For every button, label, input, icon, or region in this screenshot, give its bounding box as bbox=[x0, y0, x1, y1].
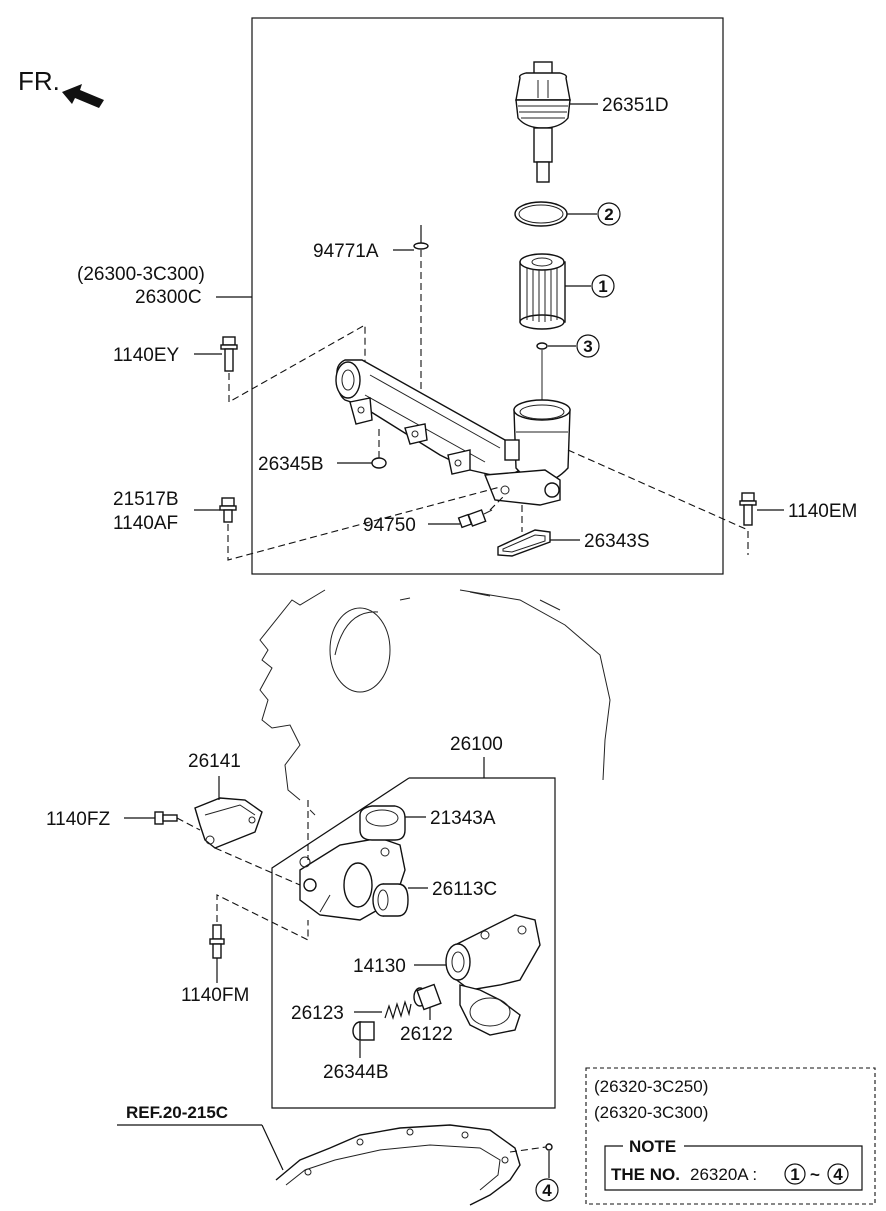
filter-element-part bbox=[519, 253, 566, 330]
note-text-part: 26320A : bbox=[690, 1165, 757, 1184]
note-box bbox=[585, 1067, 876, 1205]
part-label-26344B: 26344B bbox=[323, 1062, 389, 1083]
plug-26345B-part bbox=[371, 457, 387, 469]
oil-filter-assembly-box bbox=[251, 17, 724, 575]
part-label-26343S: 26343S bbox=[584, 531, 650, 552]
svg-text:1: 1 bbox=[598, 277, 607, 296]
note-range-end-circle bbox=[827, 1163, 849, 1185]
callout-1 bbox=[591, 274, 615, 298]
front-arrow-icon bbox=[62, 84, 104, 108]
bolt-1140AF-part bbox=[219, 497, 237, 523]
note-title: NOTE bbox=[629, 1137, 676, 1156]
part-label-26113C: 26113C bbox=[432, 879, 497, 900]
part-label-94750: 94750 bbox=[363, 515, 416, 536]
part-label-94771A: 94771A bbox=[313, 241, 379, 262]
part-label-26141: 26141 bbox=[188, 751, 241, 772]
reference-label: REF.20-215C bbox=[126, 1103, 228, 1122]
plug-94771A-part bbox=[413, 225, 429, 250]
spring-26123-part bbox=[384, 999, 412, 1021]
gasket-26343S-part bbox=[497, 529, 551, 557]
oil-pump-assembly-box bbox=[271, 777, 556, 1109]
assembly-number: 26300C bbox=[135, 287, 202, 308]
svg-text:2: 2 bbox=[604, 205, 613, 224]
note-ref-line-2: (26320-3C300) bbox=[594, 1103, 708, 1122]
note-ref-line-1: (26320-3C250) bbox=[594, 1077, 708, 1096]
part-label-21343A: 21343A bbox=[430, 808, 496, 829]
oil-pressure-sensor-part bbox=[457, 509, 493, 529]
cover-26141-part bbox=[194, 797, 263, 849]
callout-3 bbox=[576, 334, 600, 358]
bolt-1140FZ-part bbox=[154, 811, 178, 825]
note-range-start: 1 bbox=[790, 1165, 799, 1184]
part-label-21517B: 21517B bbox=[113, 489, 179, 510]
pickup-pipe-14130-part bbox=[445, 914, 541, 1036]
part-label-1140EY: 1140EY bbox=[113, 345, 180, 366]
svg-text:3: 3 bbox=[583, 337, 592, 356]
part-label-26123: 26123 bbox=[291, 1003, 344, 1024]
note-range-start-circle bbox=[784, 1163, 806, 1185]
engine-block-outline bbox=[259, 589, 611, 816]
o-ring-part bbox=[514, 201, 568, 227]
note-range-end: 4 bbox=[833, 1165, 843, 1184]
assembly-alt-number: (26300-3C300) bbox=[77, 264, 205, 285]
part-label-26351D: 26351D bbox=[602, 95, 669, 116]
small-o-ring-part bbox=[536, 342, 548, 350]
svg-text:4: 4 bbox=[542, 1181, 552, 1200]
strainer-21343A-part bbox=[359, 805, 406, 841]
part-label-14130: 14130 bbox=[353, 956, 406, 977]
part-label-1140FM: 1140FM bbox=[181, 985, 249, 1006]
front-label: FR. bbox=[18, 66, 60, 96]
bolt-1140EM-part bbox=[739, 492, 757, 526]
part-label-26345B: 26345B bbox=[258, 454, 324, 475]
note-frame bbox=[604, 1145, 863, 1191]
part-label-26122: 26122 bbox=[400, 1024, 453, 1045]
note-text-prefix: THE NO. bbox=[611, 1165, 680, 1184]
callout-2 bbox=[597, 202, 621, 226]
relief-piston-26122-part bbox=[413, 983, 442, 1011]
filter-cap-part bbox=[515, 61, 571, 183]
filter-housing-part bbox=[335, 359, 571, 506]
bolt-1140EY-part bbox=[220, 336, 238, 372]
seal-26113C-part bbox=[372, 883, 409, 917]
part-label-26100: 26100 bbox=[450, 734, 503, 755]
drain-plug-part bbox=[545, 1143, 553, 1151]
note-range-sep: ~ bbox=[810, 1165, 820, 1184]
part-label-1140FZ: 1140FZ bbox=[46, 809, 110, 830]
callout-4 bbox=[535, 1178, 559, 1202]
plug-26344B-part bbox=[352, 1021, 375, 1041]
part-label-1140AF: 1140AF bbox=[113, 513, 178, 534]
oil-pan-outline bbox=[275, 1124, 521, 1206]
bolt-1140FM-part bbox=[209, 924, 225, 959]
part-label-1140EM: 1140EM bbox=[788, 501, 857, 522]
